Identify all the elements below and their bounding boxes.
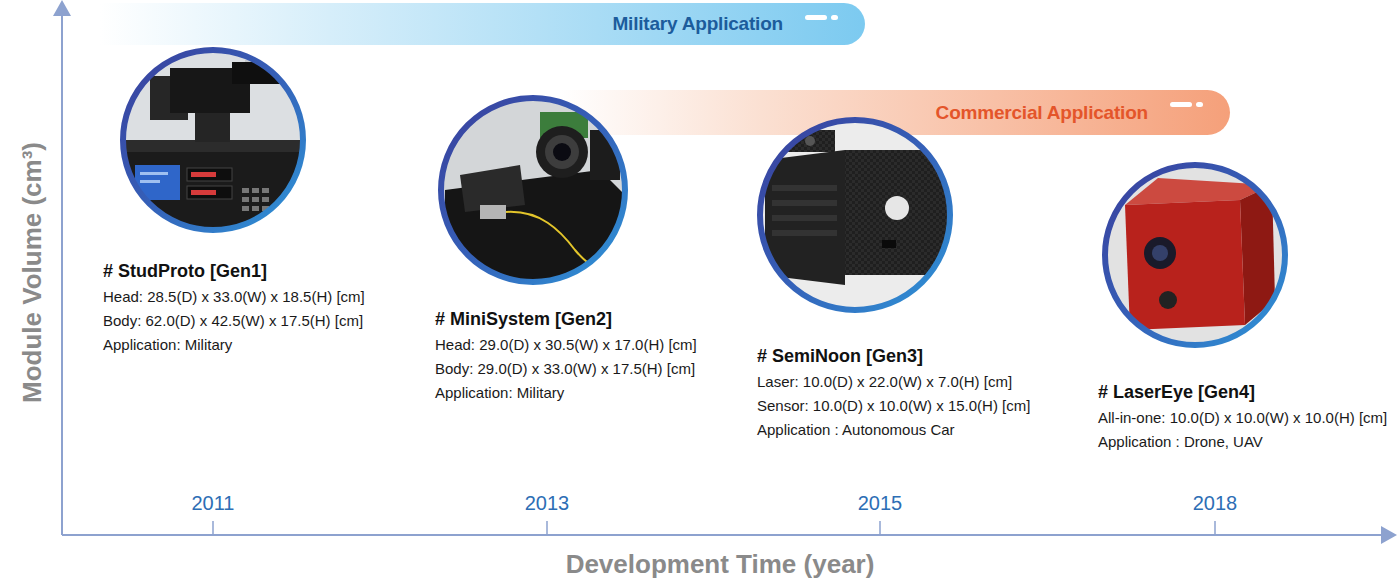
key xyxy=(242,197,249,202)
sensor-lens xyxy=(885,196,909,220)
photo-ring xyxy=(1105,165,1285,345)
spec-line: Head: 29.0(D) x 30.5(W) x 17.0(H) [cm] xyxy=(435,333,697,357)
photo-ring xyxy=(123,50,303,230)
fin xyxy=(772,215,837,221)
key xyxy=(242,206,249,211)
receiver xyxy=(1159,291,1177,309)
year-tick: 2013 xyxy=(525,492,570,515)
tick xyxy=(879,521,881,535)
tick xyxy=(212,521,214,535)
year-tick: 2018 xyxy=(1193,492,1238,515)
spec-line: Application : Autonomous Car xyxy=(757,418,1030,442)
band-label: Commercial Application xyxy=(936,102,1148,124)
x-axis xyxy=(62,534,1382,536)
lens-ring xyxy=(545,135,579,169)
y-axis-arrow xyxy=(53,0,71,16)
gen1-spec: # StudProto [Gen1]Head: 28.5(D) x 33.0(W… xyxy=(103,258,365,357)
band-mark-line xyxy=(805,15,827,20)
fin xyxy=(772,185,837,191)
lens xyxy=(1144,237,1176,269)
military-band: Military Application xyxy=(100,3,865,45)
display xyxy=(187,168,232,181)
key xyxy=(262,197,269,202)
photo-ring xyxy=(441,98,625,282)
lens xyxy=(536,126,588,178)
key xyxy=(262,188,269,193)
pan-tilt xyxy=(195,110,230,142)
table-top xyxy=(118,140,308,154)
tick xyxy=(1214,521,1216,535)
screen-line xyxy=(140,172,168,175)
year-tick: 2011 xyxy=(191,492,234,515)
model-heading: # SemiNoon [Gen3] xyxy=(757,343,1030,369)
band-label: Military Application xyxy=(612,13,783,35)
spec-line: Body: 29.0(D) x 33.0(W) x 17.5(H) [cm] xyxy=(435,357,697,381)
band-mark-dot xyxy=(1196,102,1203,107)
axes xyxy=(53,0,1397,544)
spec-line: Application : Drone, UAV xyxy=(1098,430,1387,454)
spec-line: Sensor: 10.0(D) x 10.0(W) x 15.0(H) [cm] xyxy=(757,394,1030,418)
axis-title: Module Volume (cm³) xyxy=(17,142,48,403)
key xyxy=(242,188,249,193)
gen3-photo xyxy=(757,117,953,313)
lens-glass xyxy=(553,143,571,161)
spec-line: Head: 28.5(D) x 33.0(W) x 18.5(H) [cm] xyxy=(103,285,365,309)
model-heading: # LaserEye [Gen4] xyxy=(1098,379,1387,405)
photo-bg xyxy=(757,117,953,313)
fiber-connector xyxy=(480,205,506,219)
x-axis-arrow xyxy=(1381,526,1397,544)
axis-title: Development Time (year) xyxy=(566,549,875,580)
gen4-spec: # LaserEye [Gen4]All-in-one: 10.0(D) x 1… xyxy=(1098,379,1387,454)
y-axis xyxy=(61,14,63,535)
band-mark-dot xyxy=(831,15,838,20)
lens-front xyxy=(290,62,298,84)
model-heading: # MiniSystem [Gen2] xyxy=(435,306,697,332)
fin xyxy=(772,230,837,236)
spec-line: Laser: 10.0(D) x 22.0(W) x 7.0(H) [cm] xyxy=(757,370,1030,394)
vent xyxy=(805,136,815,146)
spec-line: Application: Military xyxy=(103,333,365,357)
fin xyxy=(772,200,837,206)
key xyxy=(252,206,259,211)
photo-bg xyxy=(1102,162,1288,348)
band-mark xyxy=(1170,100,1210,110)
fiber-cable xyxy=(506,212,610,275)
year-tick: 2015 xyxy=(858,492,903,515)
spec-line: Application: Military xyxy=(435,381,697,405)
tick xyxy=(546,521,548,535)
display xyxy=(187,186,232,199)
lens-glass xyxy=(1152,245,1168,261)
blinds xyxy=(245,50,305,54)
gen1-photo xyxy=(118,45,308,242)
screen-line xyxy=(140,180,160,183)
band-mark xyxy=(805,13,845,23)
gen2-spec: # MiniSystem [Gen2]Head: 29.0(D) x 30.5(… xyxy=(435,306,697,405)
gen4-photo xyxy=(1102,162,1288,348)
key xyxy=(252,188,259,193)
led xyxy=(191,190,216,195)
photo-ring xyxy=(760,120,950,310)
mount xyxy=(460,165,525,212)
model-heading: # StudProto [Gen1] xyxy=(103,258,365,284)
port xyxy=(882,240,896,248)
led xyxy=(191,172,216,177)
band-mark-line xyxy=(1170,102,1192,107)
gen2-photo xyxy=(438,95,630,290)
key xyxy=(252,197,259,202)
gen3-spec: # SemiNoon [Gen3]Laser: 10.0(D) x 22.0(W… xyxy=(757,343,1030,442)
cube-front xyxy=(1125,200,1245,330)
spec-line: All-in-one: 10.0(D) x 10.0(W) x 10.0(H) … xyxy=(1098,406,1387,430)
spec-line: Body: 62.0(D) x 42.5(W) x 17.5(H) [cm] xyxy=(103,309,365,333)
